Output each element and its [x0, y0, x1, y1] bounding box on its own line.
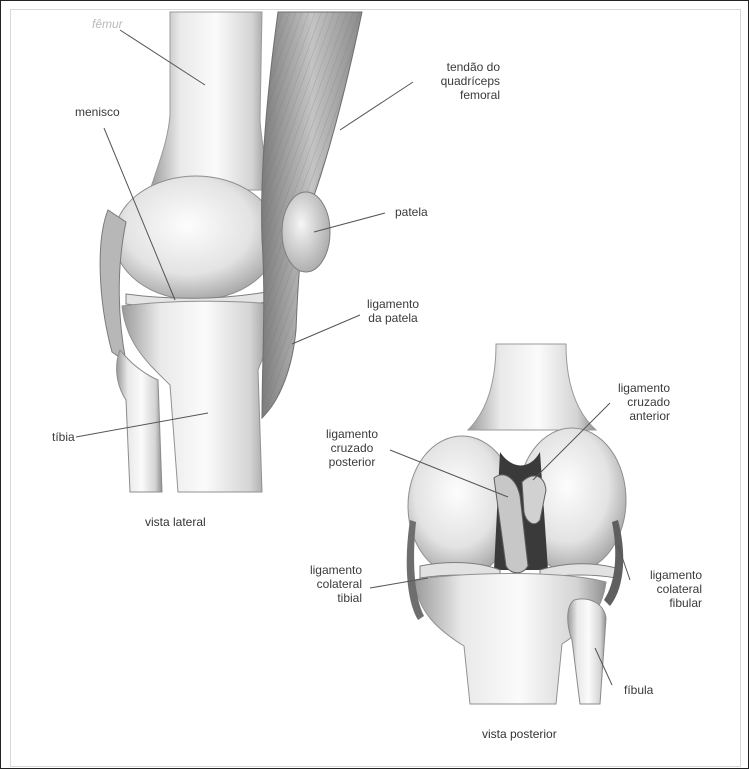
fibula-posterior-shape [568, 599, 606, 704]
caption-lateral-view: vista lateral [145, 515, 206, 529]
label-meniscus: menisco [75, 105, 120, 119]
fibula-shape [117, 350, 162, 492]
posterior-view [407, 344, 626, 704]
label-tibia: tíbia [52, 430, 75, 444]
femur-posterior-shape [468, 344, 596, 430]
label-patellar-ligament: ligamento da patela [358, 297, 428, 325]
label-femur: fêmur [92, 17, 123, 31]
femoral-condyle-shape [114, 176, 278, 300]
label-fibula: fíbula [624, 683, 653, 697]
label-quadriceps-tendon: tendão do quadríceps femoral [400, 60, 500, 102]
femur-shape [150, 12, 270, 190]
label-patella: patela [395, 205, 428, 219]
capsule-shape [100, 210, 126, 362]
caption-posterior-view: vista posterior [482, 727, 557, 741]
label-fibular-collateral-ligament: ligamento colateral fibular [630, 568, 702, 610]
patella-shape [282, 192, 330, 272]
label-tibial-collateral-ligament: ligamento colateral tibial [290, 563, 362, 605]
label-posterior-cruciate-ligament: ligamento cruzado posterior [312, 427, 392, 469]
lateral-view [100, 12, 362, 492]
label-anterior-cruciate-ligament: ligamento cruzado anterior [598, 381, 670, 423]
